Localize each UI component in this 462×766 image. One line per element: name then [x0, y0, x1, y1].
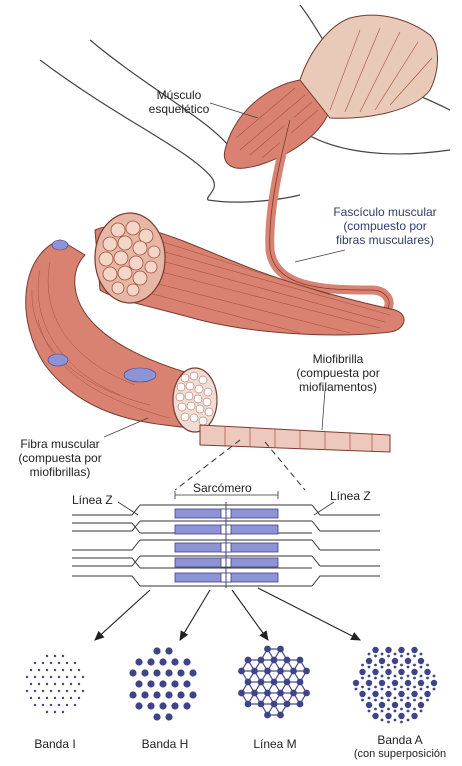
label-banda-a: Banda A (con superposición: [340, 733, 460, 761]
label-musculo-esqueletico: Músculo esquelético: [140, 88, 218, 116]
myofibril: [200, 425, 390, 452]
label-miofibrilla: Miofibrilla (compuesta por miofilamentos…: [283, 352, 393, 394]
label-fibra-muscular: Fibra muscular (compuesta por miofibrill…: [8, 437, 112, 479]
label-linea-m: Línea M: [235, 737, 315, 751]
linea-m-cross-section: [238, 646, 310, 719]
banda-a-cross-section: [353, 647, 437, 724]
banda-h-cross-section: [129, 647, 196, 720]
label-linea-z-right: Línea Z: [330, 489, 371, 503]
cross-section-arrows: [95, 588, 360, 640]
banda-i-cross-section: [26, 655, 84, 713]
label-linea-z-left: Línea Z: [72, 493, 113, 507]
skeletal-muscle: [224, 15, 437, 168]
label-fasciculo-muscular: Fascículo muscular (compuesto por fibras…: [310, 205, 460, 247]
label-banda-h: Banda H: [125, 737, 205, 751]
label-banda-i: Banda I: [20, 737, 90, 751]
sarcomere: [72, 491, 380, 588]
label-sarcomero: Sarcómero: [193, 481, 252, 495]
